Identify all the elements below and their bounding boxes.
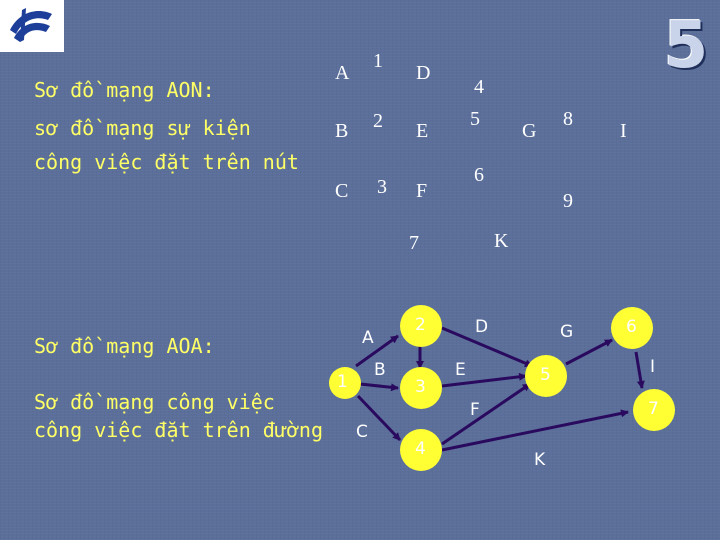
aoa-activity-e: E xyxy=(455,360,466,380)
aoa-node-label-4: 4 xyxy=(415,439,426,459)
aoa-node-label-3: 3 xyxy=(415,377,426,397)
aoa-edge-1-3 xyxy=(360,384,398,388)
aoa-activity-i: I xyxy=(650,357,655,377)
aoa-activity-c: C xyxy=(356,422,368,442)
aoa-node-label-2: 2 xyxy=(415,315,426,335)
aoa-node-label-1: 1 xyxy=(337,372,348,392)
aoa-node-label-7: 7 xyxy=(648,399,659,419)
aoa-node-label-6: 6 xyxy=(626,317,637,337)
aoa-edge-5-6 xyxy=(566,340,612,364)
aoa-node-label-5: 5 xyxy=(540,365,551,385)
aoa-edge-6-7 xyxy=(636,352,642,388)
aoa-activity-b: B xyxy=(374,360,386,380)
aoa-activity-g: G xyxy=(560,322,573,342)
aoa-activity-f: F xyxy=(470,400,480,420)
aoa-activity-d: D xyxy=(475,317,488,337)
aoa-activity-a: A xyxy=(362,328,374,348)
aoa-activity-k: K xyxy=(534,450,545,470)
